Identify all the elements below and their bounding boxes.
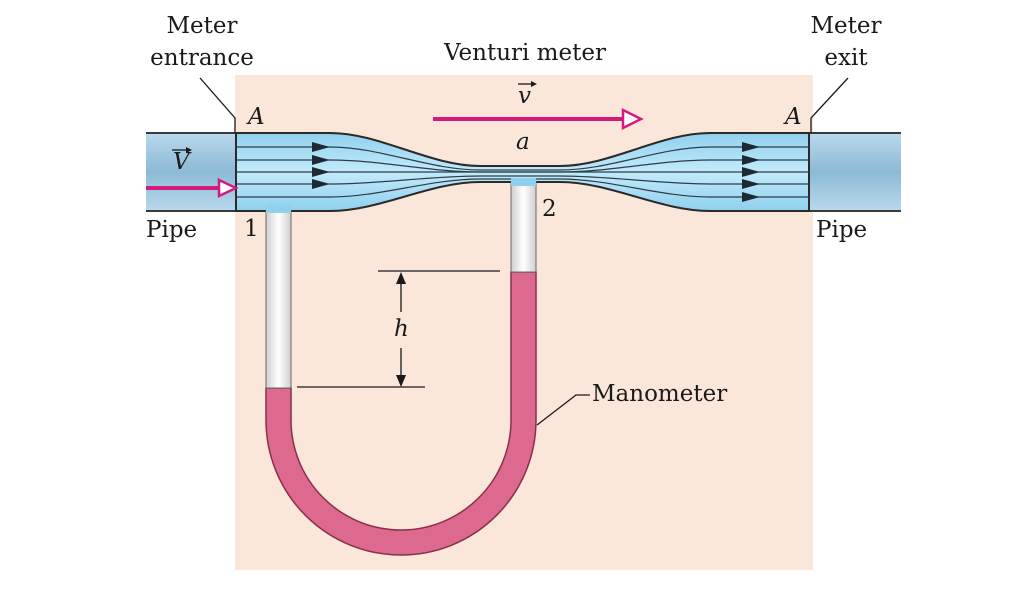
manometer-right-empty [510, 181, 537, 273]
velocity-small-label: v [518, 83, 531, 109]
pipe-right-label: Pipe [816, 217, 868, 243]
vector-overarrows [172, 81, 537, 153]
pipe-right [809, 133, 901, 211]
entrance-leader [199, 77, 236, 133]
pipe-left-label: Pipe [146, 217, 198, 243]
meter-exit-label: Meter exit [810, 13, 882, 72]
area-throat-label: a [516, 129, 530, 155]
meter-entrance-label: Meter entrance [150, 13, 254, 72]
manometer-left-empty [265, 210, 292, 389]
point-1-label: 1 [244, 216, 259, 242]
height-label: h [394, 316, 409, 342]
point-2-label: 2 [542, 196, 557, 222]
velocity-arrow-small [433, 107, 644, 131]
velocity-big-label: V [173, 149, 190, 175]
manometer-fluid [265, 271, 537, 556]
venturi-meter-label: Venturi meter [444, 40, 606, 66]
area-left-label: A [248, 104, 265, 130]
exit-leader [810, 77, 849, 133]
area-right-label: A [785, 104, 802, 130]
manometer-label: Manometer [592, 381, 728, 407]
pipe-left [146, 133, 236, 211]
streamlines [236, 146, 809, 198]
velocity-arrow-big [146, 178, 239, 198]
streamline-arrowheads [312, 142, 760, 202]
manometer-leader [536, 394, 590, 426]
